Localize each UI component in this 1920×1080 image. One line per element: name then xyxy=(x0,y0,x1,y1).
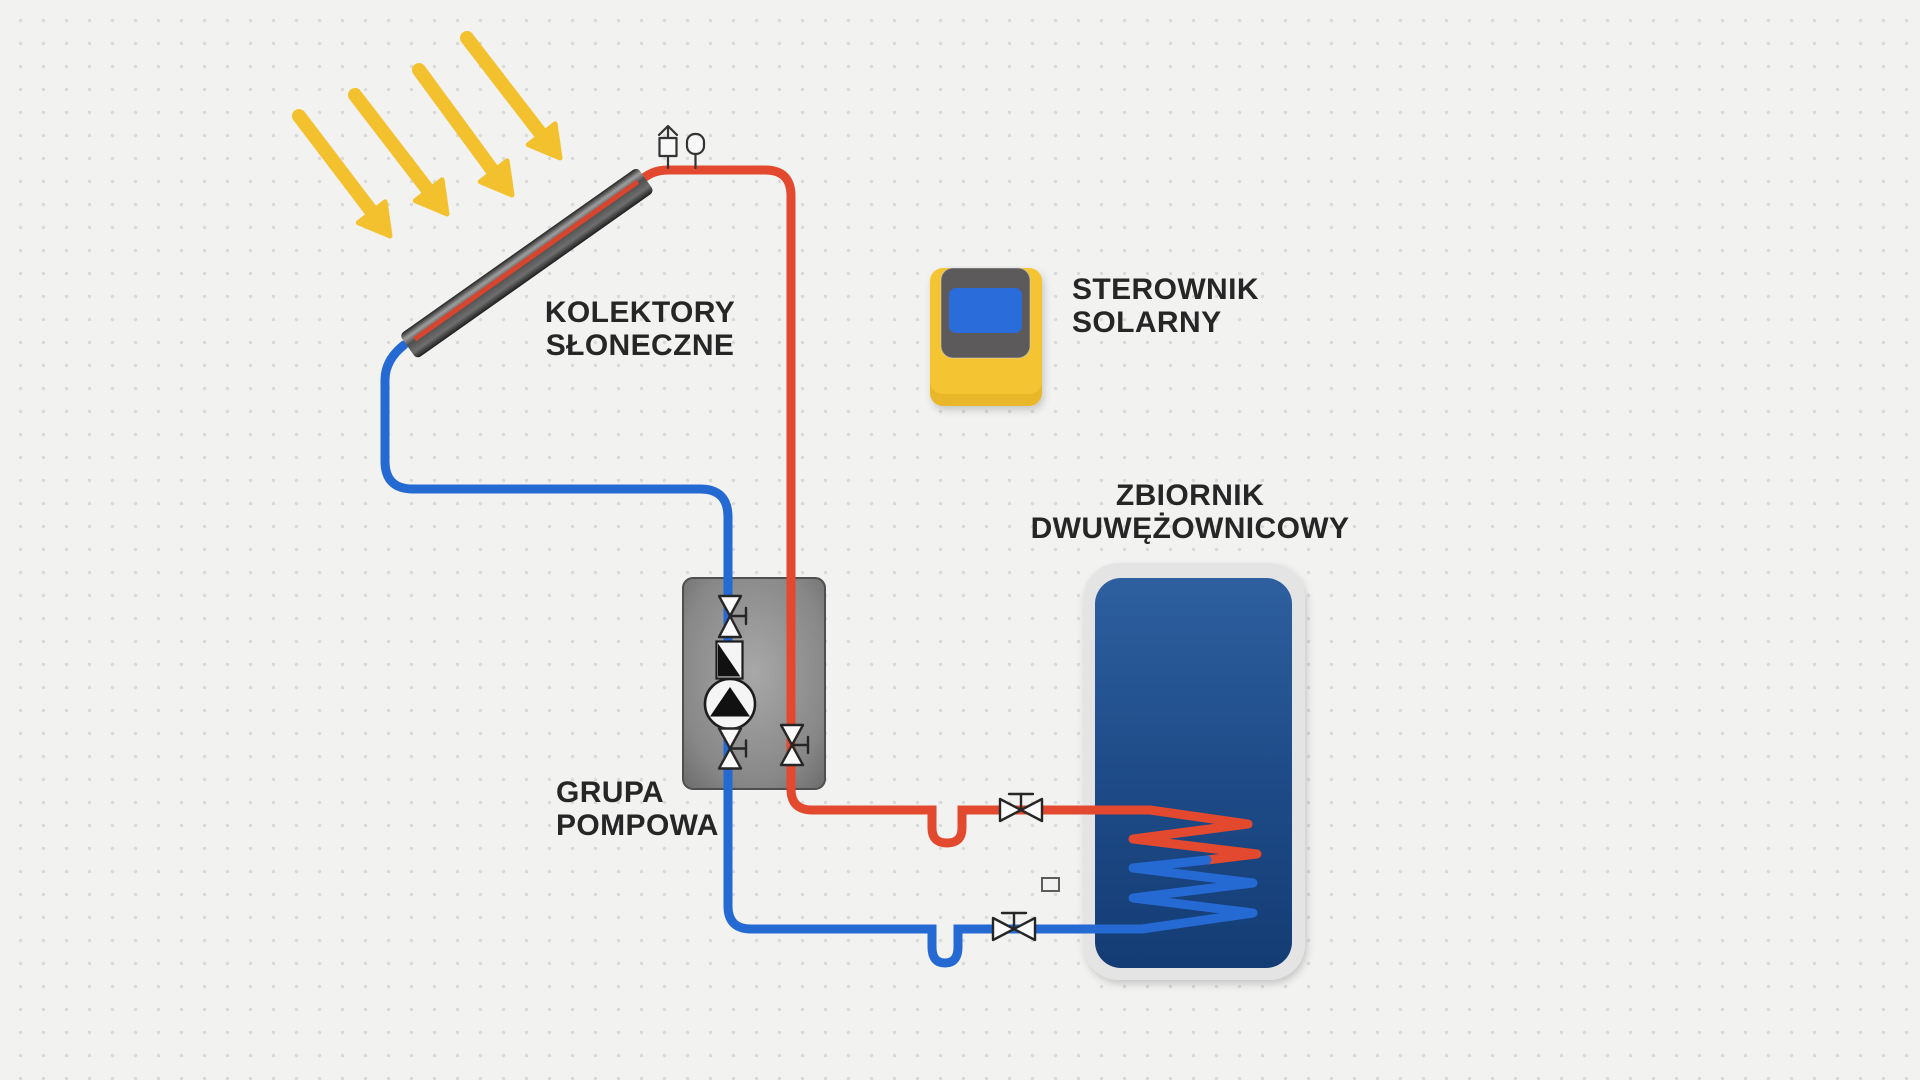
shutoff-valve-icon xyxy=(717,727,748,770)
pipe-sensor-icon xyxy=(685,132,706,170)
tank-coil-cold xyxy=(1085,855,1258,934)
controller-label-line2: SOLARNY xyxy=(1072,306,1222,339)
tank-label: ZBIORNIK DWUWĘŻOWNICOWY xyxy=(1030,479,1350,545)
cold-pipe xyxy=(380,340,1103,968)
pump-group-box xyxy=(682,577,826,790)
sun-ray-arrow-icon xyxy=(348,88,450,217)
pump-group-label: GRUPA POMPOWA xyxy=(556,776,719,842)
solar-collector xyxy=(401,168,653,358)
tank-coil-hot xyxy=(1085,805,1262,865)
pump-group-label-line2: POMPOWA xyxy=(556,809,719,842)
circulation-pump-icon xyxy=(703,677,757,731)
hot-pipe xyxy=(631,165,1103,848)
pump-group-label-line1: GRUPA xyxy=(556,776,665,809)
tank-label-line2: DWUWĘŻOWNICOWY xyxy=(1030,512,1350,545)
air-vent-icon xyxy=(657,124,679,170)
collectors-label-line1: KOLEKTORY xyxy=(544,296,736,329)
collectors-label: KOLEKTORY SŁONECZNE xyxy=(470,296,810,362)
wall-sensor-icon xyxy=(1041,877,1060,892)
controller-label-line1: STEROWNIK xyxy=(1072,273,1259,306)
controller-screen xyxy=(949,288,1022,333)
controller-label: STEROWNIK SOLARNY xyxy=(1072,273,1259,339)
flow-meter-icon xyxy=(715,640,744,680)
shutoff-valve-icon xyxy=(998,792,1044,823)
shutoff-valve-icon xyxy=(991,911,1037,942)
shutoff-valve-icon xyxy=(779,723,810,767)
sun-rays xyxy=(292,31,563,239)
solar-controller xyxy=(930,267,1042,406)
shutoff-valve-icon xyxy=(717,594,748,639)
collectors-label-line2: SŁONECZNE xyxy=(545,329,735,362)
sun-ray-arrow-icon xyxy=(292,109,393,239)
sun-ray-arrow-icon xyxy=(412,63,515,198)
tank-label-line1: ZBIORNIK xyxy=(1115,479,1265,512)
sun-ray-arrow-icon xyxy=(460,31,563,161)
